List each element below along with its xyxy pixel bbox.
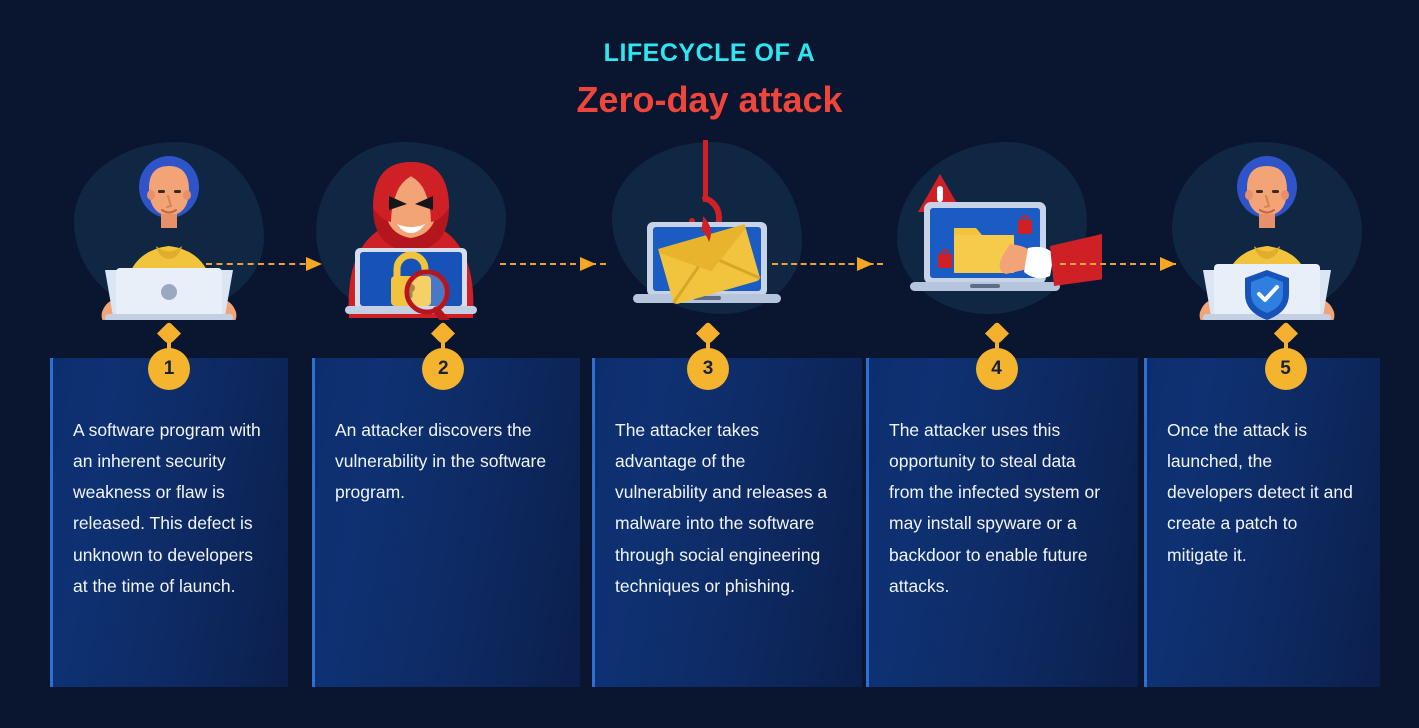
badge-stem: [441, 337, 446, 353]
step-number: 2: [422, 348, 465, 390]
step-1: 1 A software program with an inherent se…: [50, 0, 288, 728]
illustration-hacker-finds-vulnerability: [272, 140, 540, 320]
step-4: 4 The attacker uses this opportunity to …: [866, 0, 1138, 728]
connector-arrowhead: [857, 257, 873, 271]
illustration-developer-at-laptop: [50, 140, 288, 320]
step-description: An attacker discovers the vulnerability …: [335, 420, 547, 503]
page-title: Zero-day attack: [576, 78, 843, 120]
step-2: 2 An attacker discovers the vulnerabilit…: [312, 0, 580, 728]
step-card-5: Once the attack is launched, the develop…: [1144, 358, 1380, 687]
hacker-laptop-icon: [345, 162, 478, 320]
developer-shield-icon: [1199, 156, 1335, 320]
step-number: 1: [148, 348, 190, 390]
connector-arrowhead: [580, 257, 596, 271]
connector-4-to-5: [1060, 257, 1190, 271]
step-card-1: A software program with an inherent secu…: [50, 358, 288, 687]
data-theft-icon: [910, 174, 1102, 291]
step-3: 3 The attacker takes advantage of the vu…: [592, 0, 862, 728]
illustration-phishing-email-hook: [572, 140, 842, 320]
step-number: 5: [1264, 348, 1307, 390]
badge-stem: [1283, 337, 1288, 353]
step-number: 4: [975, 348, 1018, 390]
step-number: 3: [687, 348, 730, 390]
illustration-data-theft-folder: [856, 140, 1128, 320]
step-description: Once the attack is launched, the develop…: [1167, 420, 1353, 565]
connector-line: [500, 263, 606, 265]
step-card-3: The attacker takes advantage of the vuln…: [592, 358, 862, 687]
step-card-2: An attacker discovers the vulnerability …: [312, 358, 580, 687]
connector-3-to-4: [772, 257, 897, 271]
developer-laptop-icon: [101, 156, 237, 320]
phishing-hook-icon: [633, 140, 781, 304]
connector-arrowhead: [306, 257, 322, 271]
badge-stem: [706, 337, 711, 353]
connector-line: [772, 263, 883, 265]
step-5: 5 Once the attack is launched, the devel…: [1144, 0, 1380, 728]
title-block: LIFECYCLE OF A Zero-day attack: [0, 39, 1419, 120]
step-description: A software program with an inherent secu…: [73, 420, 261, 596]
connector-line: [206, 263, 316, 265]
connector-1-to-2: [206, 257, 330, 271]
illustration-developer-patch-shield: [1144, 140, 1380, 320]
step-card-4: The attacker uses this opportunity to st…: [866, 358, 1138, 687]
title-kicker: LIFECYCLE OF A: [603, 39, 816, 67]
step-description: The attacker uses this opportunity to st…: [889, 420, 1101, 596]
step-description: The attacker takes advantage of the vuln…: [615, 420, 828, 596]
connector-line: [1060, 263, 1176, 265]
connector-arrowhead: [1160, 257, 1176, 271]
connector-2-to-3: [500, 257, 620, 271]
badge-stem: [994, 337, 999, 353]
badge-stem: [167, 337, 171, 353]
